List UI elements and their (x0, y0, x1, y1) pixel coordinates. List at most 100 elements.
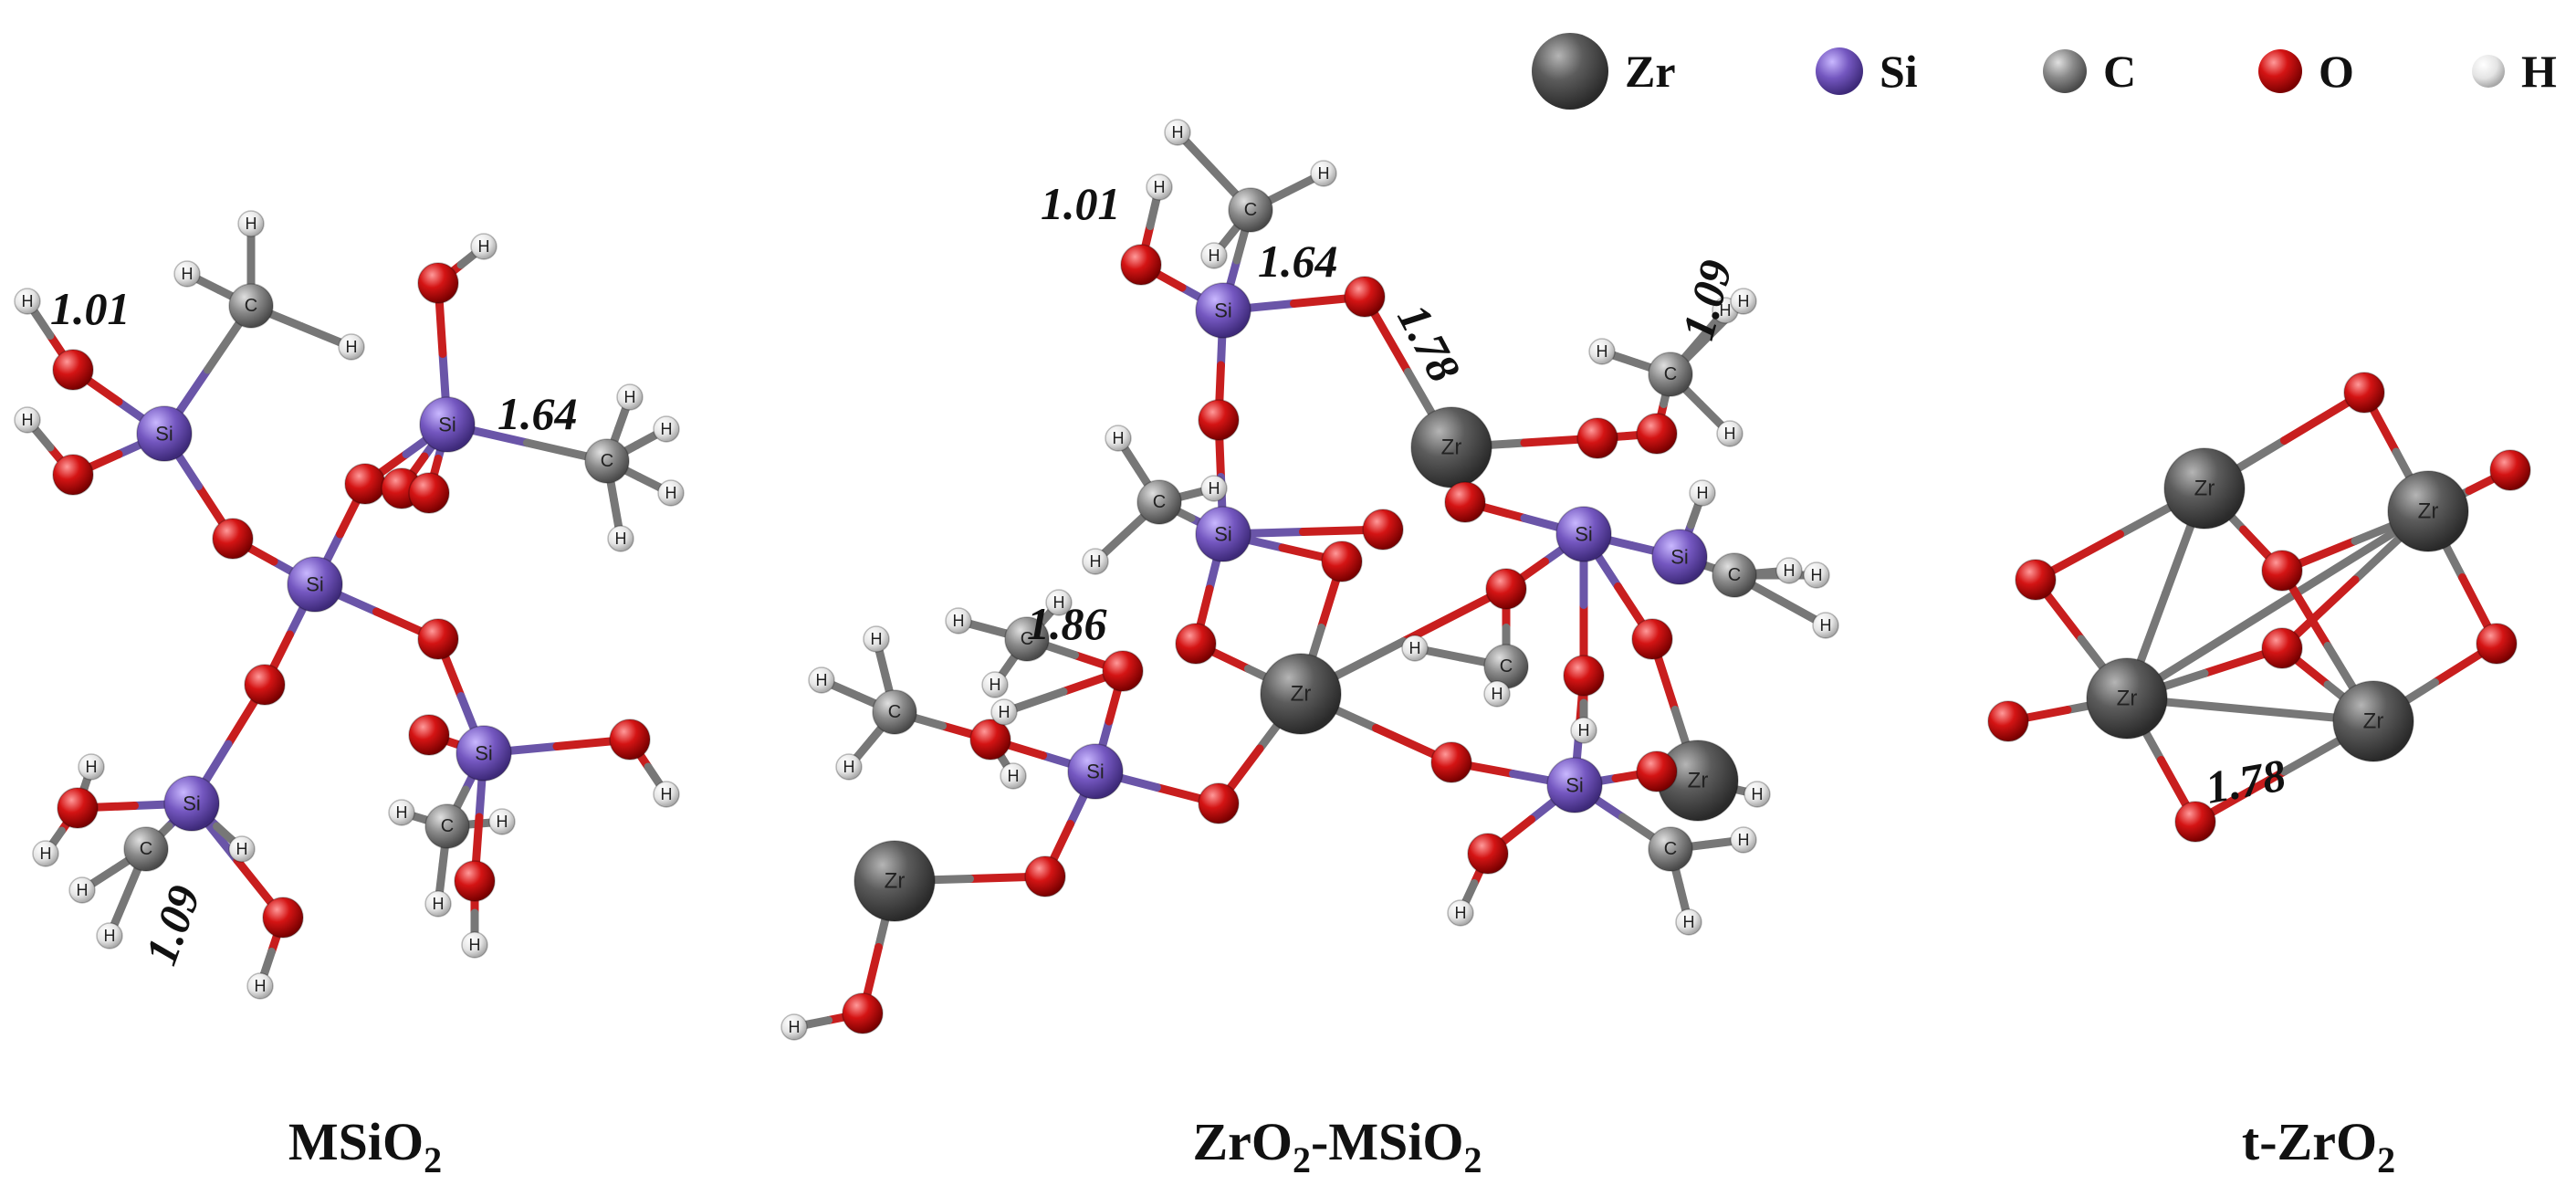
svg-text:Si: Si (1214, 523, 1232, 546)
oxygen-swatch (2258, 49, 2302, 93)
silicon-atom: Si (1555, 506, 1612, 562)
hydrogen-atom: H (1812, 612, 1839, 639)
svg-text:H: H (77, 881, 89, 899)
svg-text:H: H (1209, 479, 1220, 498)
carbon-atom: C (228, 283, 274, 329)
oxygen-atom (2015, 559, 2057, 601)
oxygen-atom (1444, 481, 1486, 523)
hydrogen-atom: H (653, 781, 680, 808)
oxygen-atom (2476, 623, 2518, 665)
oxygen-atom (57, 787, 99, 829)
distance-label-zro: 1.78 (2202, 749, 2289, 813)
oxygen-atom (1198, 399, 1240, 441)
hydrogen-atom: H (237, 210, 265, 237)
hydrogen-atom: H (1401, 635, 1429, 662)
svg-text:Zr: Zr (2418, 499, 2439, 524)
oxygen-atom (1430, 741, 1472, 783)
svg-text:H: H (1578, 721, 1590, 740)
distance-label-oh: 1.01 (1041, 178, 1121, 229)
caption-t-zro2: t-ZrO2 (2242, 1112, 2395, 1180)
hydrogen-atom: H (1082, 548, 1109, 575)
legend-label: H (2521, 46, 2557, 97)
hydrogen-atom: H (1803, 561, 1830, 589)
carbon-atom: C (1228, 187, 1273, 233)
svg-text:H: H (816, 671, 828, 689)
hydrogen-atom: H (68, 876, 96, 904)
svg-text:H: H (1784, 561, 1796, 580)
svg-text:H: H (1683, 913, 1695, 931)
oxygen-atom (2261, 627, 2303, 669)
svg-text:H: H (1008, 767, 1020, 785)
hydrogen-atom: H (1675, 908, 1702, 936)
svg-text:Zr: Zr (2117, 687, 2138, 711)
oxygen-atom (1467, 833, 1509, 875)
caption-msio2: MSiO2 (288, 1112, 442, 1180)
svg-text:H: H (433, 895, 445, 913)
svg-text:H: H (22, 292, 34, 310)
carbon-atom: C (1712, 552, 1757, 598)
hydrogen-atom: H (945, 607, 972, 635)
hydrogen-atom: H (461, 931, 488, 959)
silicon-atom: Si (419, 396, 476, 453)
svg-text:H: H (1720, 301, 1732, 320)
oxygen-atom (417, 618, 459, 660)
svg-text:Si: Si (1086, 761, 1105, 783)
distance-label-zro: 1.78 (1387, 296, 1471, 391)
svg-text:H: H (1318, 164, 1330, 183)
svg-text:Si: Si (1575, 523, 1593, 546)
zirconium-atom: Zr (853, 840, 936, 922)
oxygen-atom (1987, 700, 2029, 742)
legend-label: Si (1880, 46, 1918, 97)
svg-text:H: H (1738, 292, 1750, 310)
svg-text:H: H (661, 785, 673, 803)
svg-text:C: C (441, 816, 454, 836)
legend-label: C (2103, 46, 2136, 97)
distance-label-ch: 1.09 (1672, 255, 1743, 345)
svg-text:H: H (1172, 123, 1184, 142)
carbon-atom: C (1648, 826, 1693, 872)
oxygen-atom (408, 714, 450, 756)
oxygen-atom (842, 992, 884, 1034)
silicon-atom: Si (1546, 757, 1603, 813)
svg-text:H: H (1154, 178, 1166, 196)
legend-item-o: O (2258, 46, 2354, 97)
oxygen-atom (2261, 550, 2303, 592)
legend-item-h: H (2472, 46, 2557, 97)
oxygen-atom (52, 349, 94, 391)
svg-text:H: H (346, 338, 358, 356)
svg-text:H: H (104, 927, 116, 945)
svg-text:H: H (1697, 484, 1709, 502)
hydrogen-atom: H (424, 890, 452, 918)
svg-text:Zr: Zr (2194, 477, 2215, 501)
svg-text:H: H (396, 803, 408, 822)
svg-text:H: H (246, 215, 257, 233)
svg-text:Si: Si (155, 423, 173, 446)
hydrogen-atom: H (808, 666, 835, 694)
oxygen-atom (2174, 801, 2216, 843)
zirconium-atom: Zr (2387, 470, 2469, 552)
distance-label-oh: 1.01 (50, 283, 131, 334)
carbon-atom: C (584, 438, 630, 484)
oxygen-atom (2489, 449, 2531, 491)
svg-text:H: H (1820, 616, 1832, 635)
svg-text:C: C (1153, 492, 1166, 512)
svg-text:Zr: Zr (1688, 769, 1709, 793)
carbon-atom: C (872, 689, 917, 735)
hydrogen-atom: H (1105, 425, 1132, 452)
hydrogen-atom: H (1570, 717, 1597, 744)
oxygen-atom (609, 719, 651, 761)
hydrogen-atom: H (1730, 826, 1757, 854)
svg-text:Zr: Zr (1441, 435, 1462, 460)
svg-text:C: C (1664, 839, 1677, 859)
silicon-atom: Si (1651, 529, 1708, 585)
distance-label-ch: 1.09 (135, 878, 211, 970)
svg-text:Si: Si (438, 414, 456, 436)
hydrogen-atom: H (835, 753, 863, 781)
hydrogen-atom: H (14, 288, 41, 315)
svg-text:C: C (1500, 656, 1513, 677)
oxygen-atom (1563, 655, 1605, 697)
